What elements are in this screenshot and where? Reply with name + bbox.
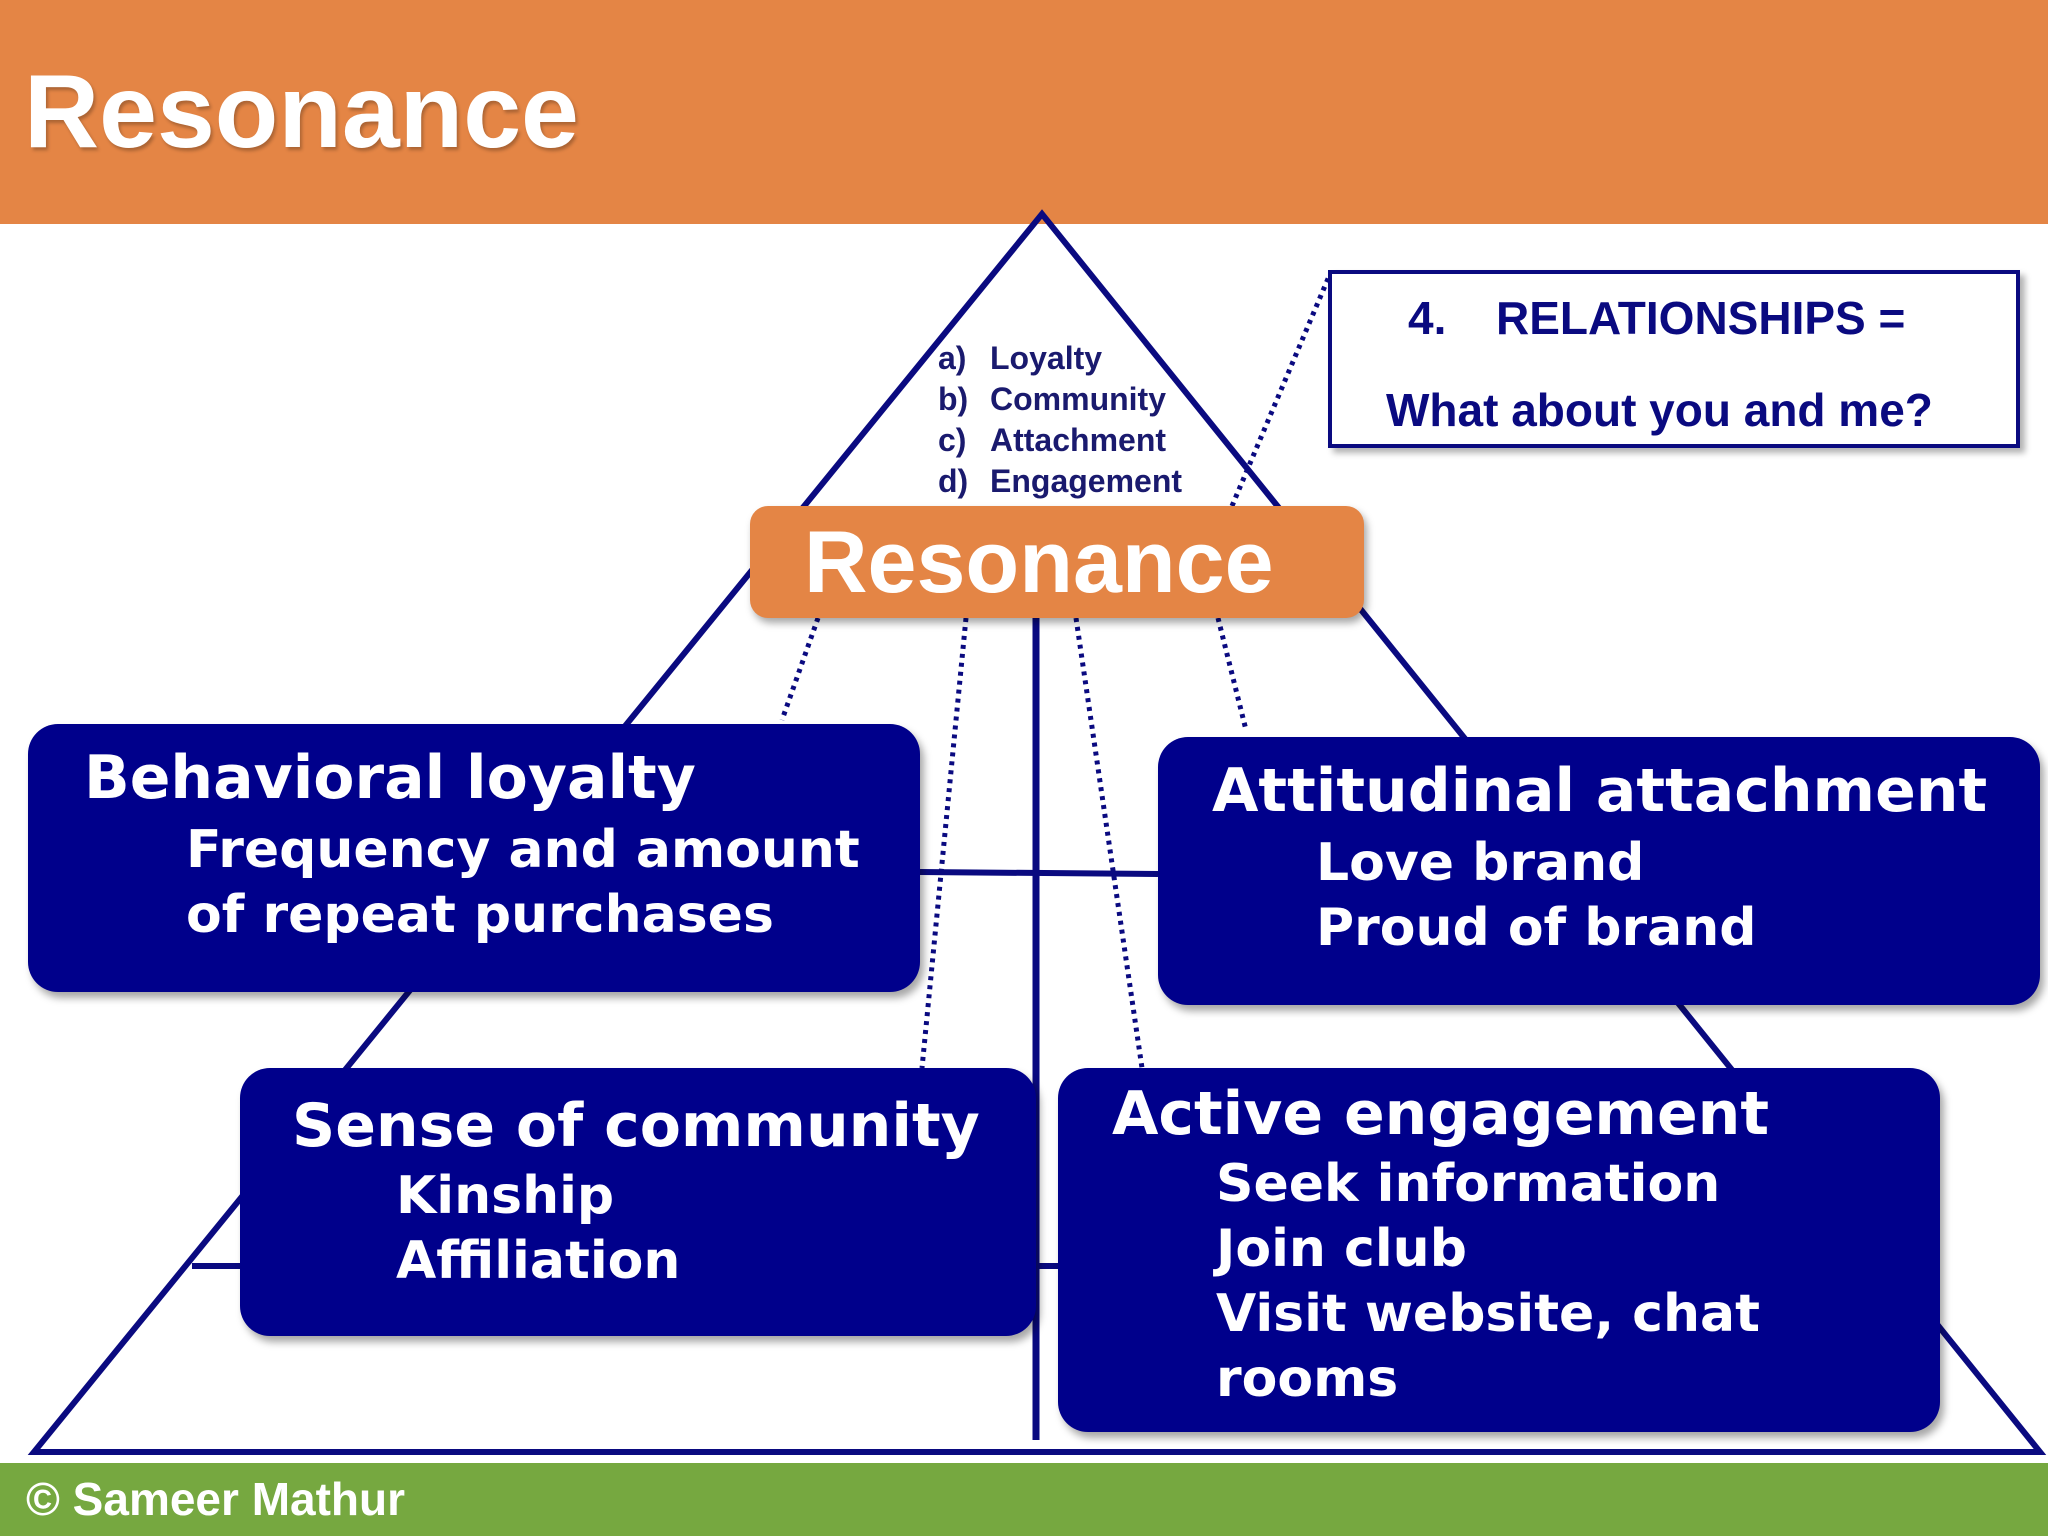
sense-of-community-box: Sense of community Kinship Affiliation — [240, 1068, 1036, 1336]
list-item: b)Community — [938, 381, 1166, 417]
box-line: Join club — [1216, 1219, 1467, 1279]
box-title: Attitudinal attachment — [1212, 756, 1988, 826]
dotted-link-community — [919, 617, 969, 1069]
box-line: Proud of brand — [1316, 898, 1757, 958]
behavioral-loyalty-box: Behavioral loyalty Frequency and amount … — [28, 724, 920, 992]
relationships-question: What about you and me? — [1386, 384, 1933, 436]
list-item: c)Attachment — [938, 422, 1167, 458]
box-title: Behavioral loyalty — [84, 743, 696, 813]
footer-bar: © Sameer Mathur — [0, 1463, 2048, 1536]
relationships-heading: 4.RELATIONSHIPS = — [1408, 292, 1906, 344]
header-bar: Resonance — [0, 0, 2048, 224]
dotted-link-behavioral — [779, 617, 821, 721]
box-line: Seek information — [1216, 1154, 1721, 1214]
box-title: Sense of community — [292, 1091, 980, 1161]
copyright-text: © Sameer Mathur — [26, 1473, 406, 1525]
box-line: Affiliation — [396, 1231, 681, 1291]
resonance-components-list: a)Loyalty b)Community c)Attachment d)Eng… — [938, 338, 1182, 502]
upper-horizontal-line — [919, 869, 1159, 877]
box-title: Active engagement — [1112, 1079, 1770, 1149]
box-line: Kinship — [396, 1166, 615, 1226]
box-line: Love brand — [1316, 833, 1645, 893]
box-line: Visit website, chat — [1216, 1284, 1760, 1344]
page-title: Resonance — [24, 54, 579, 170]
list-item: a)Loyalty — [938, 340, 1103, 376]
box-line: rooms — [1216, 1349, 1399, 1409]
attitudinal-attachment-box: Attitudinal attachment Love brand Proud … — [1158, 737, 2040, 1005]
active-engagement-box: Active engagement Seek information Join … — [1058, 1068, 1940, 1432]
box-line: of repeat purchases — [186, 885, 774, 945]
dotted-link-engagement — [1073, 617, 1145, 1069]
resonance-center-box: Resonance — [750, 506, 1364, 618]
list-item: d)Engagement — [938, 463, 1183, 499]
resonance-center-title: Resonance — [804, 512, 1274, 611]
dotted-link-relationships — [1229, 273, 1333, 507]
box-line: Frequency and amount — [186, 820, 860, 880]
relationships-callout: 4.RELATIONSHIPS = What about you and me? — [1328, 270, 2020, 448]
dotted-link-attitudinal — [1215, 617, 1249, 731]
